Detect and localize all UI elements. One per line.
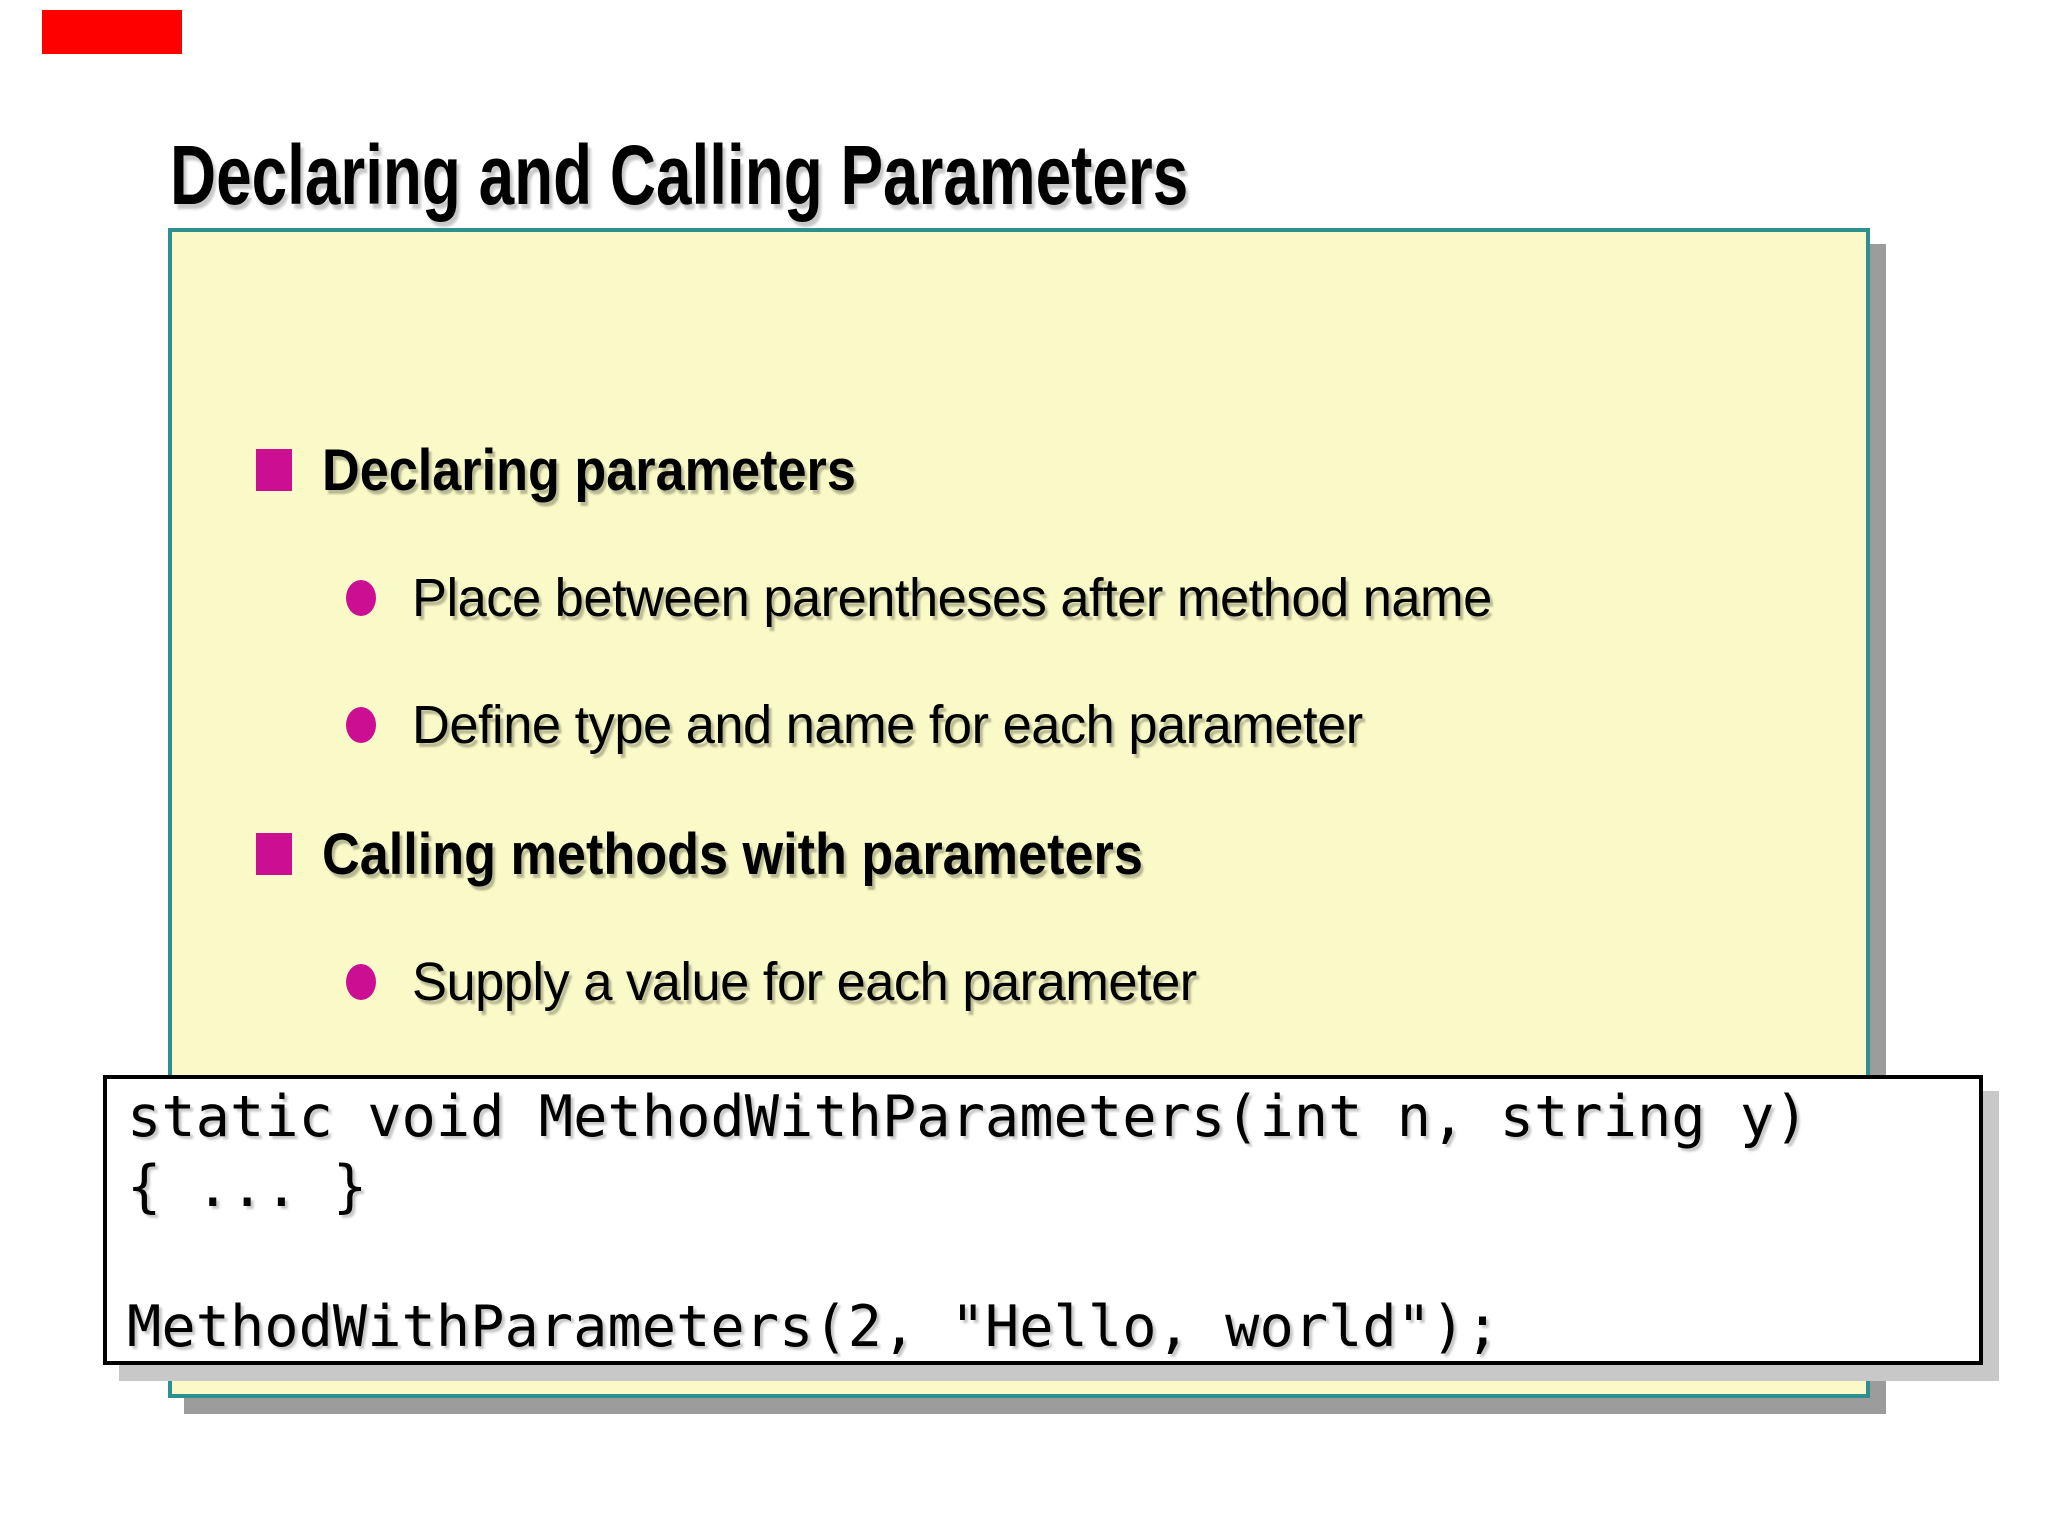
code-line: MethodWithParameters(2, "Hello, world"); [127, 1294, 1500, 1360]
bullet-text: Place between parentheses after method n… [412, 568, 1492, 628]
bullet-text: Define type and name for each parameter [412, 695, 1363, 755]
bullet-text: Declaring parameters [322, 437, 856, 503]
bullet-item-supply-a-value: Supply a value for each parameter [346, 946, 1221, 1018]
code-line: { ... } [127, 1154, 368, 1220]
bullet-item-place-between-parentheses: Place between parentheses after method n… [346, 562, 1525, 634]
code-line [127, 1222, 1979, 1292]
code-line: static void MethodWithParameters(int n, … [127, 1084, 1809, 1150]
bullet-item-calling-methods: Calling methods with parameters [256, 816, 1234, 892]
dot-bullet-icon [346, 964, 376, 1000]
bullet-item-declaring-parameters: Declaring parameters [256, 432, 915, 508]
square-bullet-icon [256, 833, 292, 875]
red-accent-bar [42, 10, 182, 54]
code-panel: static void MethodWithParameters(int n, … [103, 1075, 1983, 1365]
bullet-text: Calling methods with parameters [322, 821, 1143, 887]
dot-bullet-icon [346, 707, 376, 743]
bullet-item-define-type-and-name: Define type and name for each parameter [346, 689, 1392, 761]
bullet-text: Supply a value for each parameter [412, 952, 1197, 1012]
slide-title: Declaring and Calling Parameters [170, 128, 1189, 223]
dot-bullet-icon [346, 580, 376, 616]
square-bullet-icon [256, 449, 292, 491]
